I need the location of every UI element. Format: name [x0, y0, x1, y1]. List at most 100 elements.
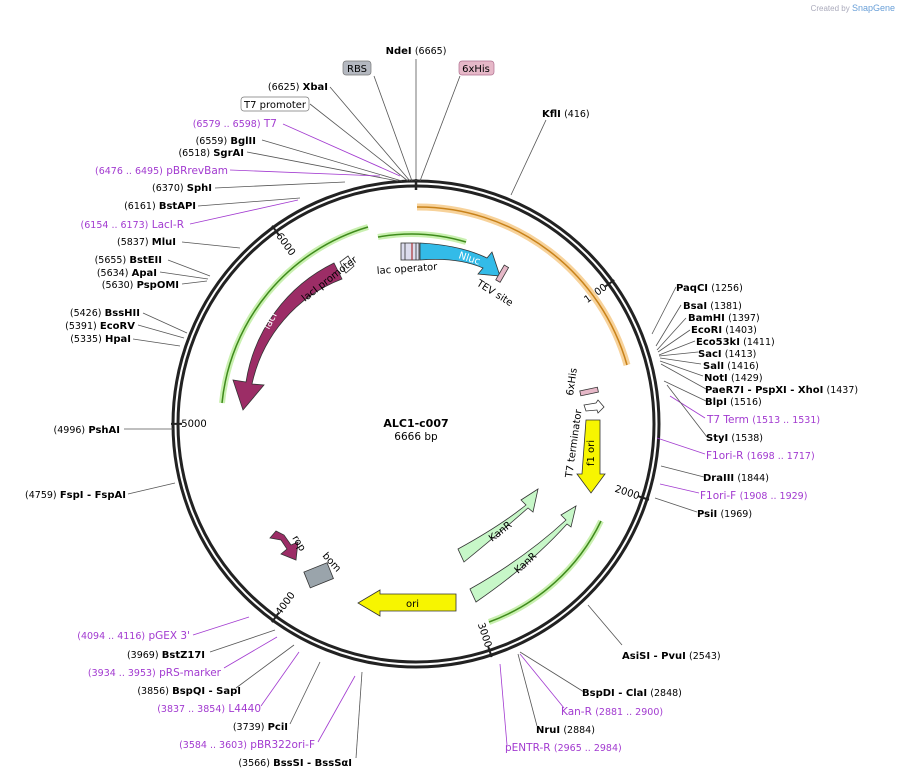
primer-range: (4094 .. 4116): [77, 631, 145, 642]
enzyme-position: (5391): [65, 321, 97, 332]
tick-mark: [487, 646, 493, 658]
enzyme-position: (1416): [727, 361, 759, 372]
enzyme-position: (1516): [730, 397, 762, 408]
feature-arcs: [219, 203, 631, 625]
primer-range: (2881 .. 2900): [595, 707, 663, 718]
enzyme-name: BamHI: [688, 313, 725, 324]
enzyme-label: NdeI (6665): [386, 46, 447, 57]
primer-label: (4094 .. 4116) pGEX 3': [77, 630, 190, 642]
feature-label-lac-operator: lac operator: [376, 262, 438, 277]
enzyme-name: BstZ17I: [162, 650, 205, 661]
primer-label: (6579 .. 6598) T7: [193, 118, 277, 130]
green-arc-top-line: [377, 233, 467, 243]
enzyme-name: BglII: [230, 136, 256, 147]
enzyme-position: (5630): [102, 280, 134, 291]
enzyme-label: (6518) SgrAI: [178, 148, 244, 159]
enzyme-label: (6161) BstAPI: [124, 201, 196, 212]
enzyme-label: PaqCI (1256): [676, 283, 743, 294]
enzyme-name: SgrAI: [213, 148, 244, 159]
enzyme-position: (6559): [196, 136, 228, 147]
tick-mark: [271, 612, 280, 623]
primer-name: T7 Term: [706, 414, 749, 426]
rbs-label: RBS: [347, 64, 367, 75]
enzyme-label: (6370) SphI: [152, 183, 212, 194]
enzyme-position: (6665): [415, 46, 447, 57]
t7-terminator-arrow: [583, 399, 605, 414]
tick-mark: [604, 279, 615, 288]
enzyme-label: SacI (1413): [698, 349, 756, 360]
enzyme-position: (6161): [124, 201, 156, 212]
enzyme-label: (5655) BstEII: [95, 255, 162, 266]
tick-mark: [271, 225, 280, 236]
enzyme-name: PsiI: [697, 509, 717, 520]
enzyme-label: (5426) BssHII: [70, 308, 140, 319]
enzyme-label: (3969) BstZ17I: [127, 650, 205, 661]
f1-ori-arrow: [576, 419, 606, 494]
primer-label: (3837 .. 3854) L4440: [157, 703, 261, 715]
enzyme-position: (3969): [127, 650, 159, 661]
enzyme-label: PaeR7I - PspXI - XhoI (1437): [705, 385, 858, 396]
his-tag-box: [579, 386, 599, 397]
enzyme-name: StyI: [706, 433, 728, 444]
enzyme-label: Eco53kI (1411): [696, 337, 775, 348]
primer-range: (1513 .. 1531): [752, 415, 820, 426]
enzyme-name: BlpI: [705, 397, 727, 408]
feature-label-tev-site: TEV site: [474, 278, 515, 309]
enzyme-position: (5655): [95, 255, 127, 266]
rop-arrow: [269, 530, 299, 561]
enzyme-label: BsaI (1381): [683, 301, 742, 312]
enzyme-position: (1381): [710, 301, 742, 312]
enzyme-label: BlpI (1516): [705, 397, 762, 408]
primer-label: (6154 .. 6173) LacI-R: [81, 219, 184, 231]
enzyme-position: (2884): [563, 725, 595, 736]
enzyme-name: DraIII: [703, 473, 734, 484]
enzyme-name: ApaI: [132, 268, 157, 279]
enzyme-label: (5837) MluI: [117, 237, 176, 248]
enzyme-label: DraIII (1844): [703, 473, 769, 484]
enzyme-position: (1403): [725, 325, 757, 336]
enzyme-name: Eco53kI: [696, 337, 740, 348]
feature-label-nluc: Nluc: [457, 250, 481, 267]
t7-promoter-tag: [240, 96, 310, 112]
enzyme-position: (6370): [152, 183, 184, 194]
enzyme-name: BssHII: [105, 308, 140, 319]
kanr-arrow-2: [469, 505, 577, 603]
enzyme-position: (5335): [70, 334, 102, 345]
enzyme-position: (1411): [743, 337, 775, 348]
primer-label: Kan-R (2881 .. 2900): [561, 706, 663, 718]
primer-name: Kan-R: [561, 706, 592, 718]
enzyme-name: KflI: [542, 109, 561, 120]
enzyme-position: (1437): [827, 385, 859, 396]
feature-label-his: 6xHis: [565, 367, 580, 396]
primer-name: pBRrevBam: [166, 165, 228, 177]
enzyme-name: PspOMI: [137, 280, 179, 291]
primer-label: pENTR-R (2965 .. 2984): [505, 742, 622, 754]
enzyme-name: SacI: [698, 349, 722, 360]
enzyme-name: PshAI: [88, 425, 120, 436]
enzyme-position: (6625): [268, 82, 300, 93]
tev-site-box: [495, 264, 510, 283]
primer-label: F1ori-F (1908 .. 1929): [700, 490, 807, 502]
enzyme-name: BstAPI: [159, 201, 196, 212]
enzyme-label: BamHI (1397): [688, 313, 760, 324]
feature-label-f1-ori: f1 ori: [586, 440, 597, 466]
primer-label: (3584 .. 3603) pBR322ori-F: [179, 739, 315, 751]
enzyme-position: (3739): [233, 722, 265, 733]
feature-label-t7-terminator: T7 terminator: [564, 408, 585, 480]
primer-range: (3934 .. 3953): [88, 668, 156, 679]
enzyme-label: BspDI - ClaI (2848): [582, 688, 682, 699]
lac-operator-box: [400, 242, 420, 261]
laci-arrow: [232, 262, 343, 411]
enzyme-position: (416): [564, 109, 590, 120]
primer-name: F1ori-F: [700, 490, 736, 502]
tick-label: 4000: [274, 590, 298, 617]
enzyme-label: EcoRI (1403): [691, 325, 757, 336]
enzyme-label: NotI (1429): [704, 373, 763, 384]
kanr-arrow-1: [457, 488, 539, 563]
enzyme-label: (4759) FspI - FspAI: [25, 490, 126, 501]
enzyme-label: SalI (1416): [703, 361, 759, 372]
enzyme-name: PaqCI: [676, 283, 708, 294]
primer-range: (6579 .. 6598): [193, 119, 261, 130]
enzyme-position: (1256): [711, 283, 743, 294]
